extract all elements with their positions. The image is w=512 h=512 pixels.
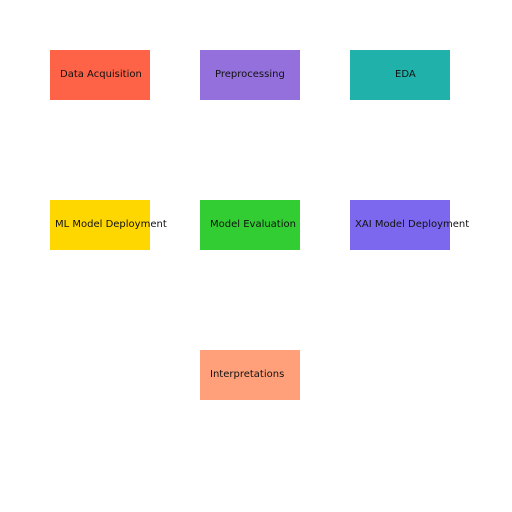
node-model-evaluation: Model Evaluation <box>200 200 300 250</box>
node-label-data-acquisition: Data Acquisition <box>60 69 142 80</box>
node-label-xai-model-deployment: XAI Model Deployment <box>355 219 470 230</box>
node-data-acquisition: Data Acquisition <box>50 50 150 100</box>
node-eda: EDA <box>350 50 450 100</box>
node-label-preprocessing: Preprocessing <box>215 69 285 80</box>
node-ml-model-deployment: ML Model Deployment <box>50 200 167 250</box>
node-label-interpretations: Interpretations <box>210 369 285 380</box>
node-preprocessing: Preprocessing <box>200 50 300 100</box>
node-interpretations: Interpretations <box>200 350 300 400</box>
node-xai-model-deployment: XAI Model Deployment <box>350 200 469 250</box>
node-label-ml-model-deployment: ML Model Deployment <box>55 219 167 230</box>
node-label-model-evaluation: Model Evaluation <box>210 219 296 230</box>
node-label-eda: EDA <box>395 69 416 80</box>
